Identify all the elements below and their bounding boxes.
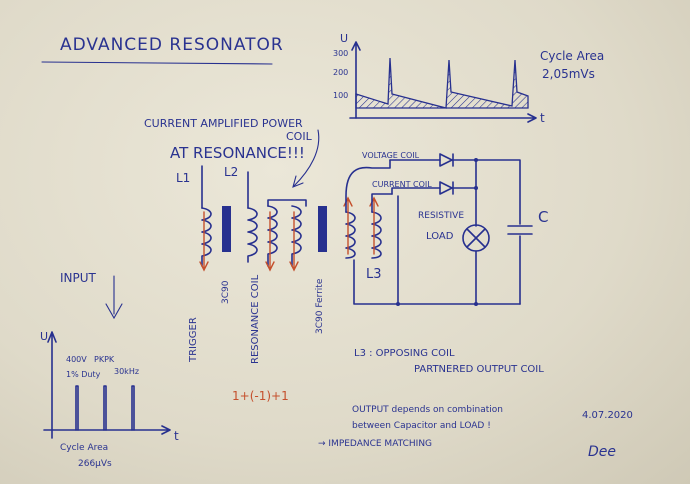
input-freq-label: 30kHz <box>114 367 139 376</box>
label-core2: 3C90 Ferrite <box>315 278 325 334</box>
input-graph: U t 400V PKPK 1% Duty 30kHz Cycle Area 2… <box>40 330 179 469</box>
input-arrow <box>105 275 123 320</box>
input-duty-label: 1% Duty <box>66 370 101 379</box>
output-waveform-area <box>355 57 529 109</box>
trigger-coil-l1 <box>199 207 212 272</box>
output-graph-x-label: t <box>540 111 545 125</box>
input-pulse <box>103 385 107 431</box>
output-cycle-area-label: Cycle Area <box>540 49 604 63</box>
annotation-current-amplified: CURRENT AMPLIFIED POWER <box>144 117 303 130</box>
input-pulse <box>75 385 79 431</box>
resonance-coil-l2 <box>247 199 307 272</box>
output-cycle-area-value: 2,05mVs <box>542 67 595 81</box>
title-underline <box>41 61 273 65</box>
label-resonance-coil: RESONANCE COIL <box>250 274 261 364</box>
output-graph: U t 300 200 100 Cycle Area 2,05mVs <box>333 32 604 125</box>
label-current-coil: CURRENT COIL <box>372 180 432 189</box>
label-capacitor: C <box>538 208 548 226</box>
input-pulse <box>131 385 135 431</box>
label-load: LOAD <box>426 231 454 242</box>
output-graph-tick: 300 <box>333 49 348 58</box>
annotation-at-resonance: AT RESONANCE!!! <box>170 144 305 162</box>
output-note-line2: between Capacitor and LOAD ! <box>352 421 491 431</box>
label-trigger: TRIGGER <box>188 317 199 363</box>
input-cycle-area-label: Cycle Area <box>60 443 108 453</box>
l3-note-line1: L3 : OPPOSING COIL <box>354 348 455 359</box>
output-graph-x-axis <box>349 113 537 123</box>
input-label: INPUT <box>60 271 97 285</box>
label-core1: 3C90 <box>221 280 231 304</box>
label-l2: L2 <box>224 165 238 179</box>
label-voltage-coil: VOLTAGE COIL <box>362 151 420 160</box>
label-resistive: RESISTIVE <box>418 211 464 221</box>
output-graph-y-label: U <box>340 32 348 45</box>
label-l1: L1 <box>176 171 190 185</box>
output-note-line3: → IMPEDANCE MATCHING <box>318 439 432 449</box>
label-l3: L3 <box>366 267 382 282</box>
signature: Dee <box>588 444 616 460</box>
l3-note-line2: PARTNERED OUTPUT COIL <box>414 364 544 375</box>
output-graph-tick: 100 <box>333 91 348 100</box>
output-note-line1: OUTPUT depends on combination <box>352 405 503 415</box>
input-pkpk-label: PKPK <box>94 355 115 364</box>
output-circuit <box>353 153 533 306</box>
output-graph-tick: 200 <box>333 68 348 77</box>
annotation-arrow <box>292 129 320 188</box>
input-voltage-label: 400V <box>66 355 87 364</box>
input-graph-x-label: t <box>174 429 179 443</box>
output-coil-l3 <box>343 159 393 259</box>
equation: 1+(-1)+1 <box>232 389 289 403</box>
ferrite-core-2 <box>318 206 327 252</box>
input-cycle-area-value: 266μVs <box>78 459 112 469</box>
input-graph-y-axis <box>47 331 57 439</box>
date: 4.07.2020 <box>582 410 633 421</box>
ferrite-core-1 <box>222 206 231 252</box>
input-graph-y-label: U <box>40 330 48 343</box>
input-graph-x-axis <box>43 425 171 435</box>
page-title: ADVANCED RESONATOR <box>60 35 284 55</box>
annotation-coil: COIL <box>286 130 313 143</box>
